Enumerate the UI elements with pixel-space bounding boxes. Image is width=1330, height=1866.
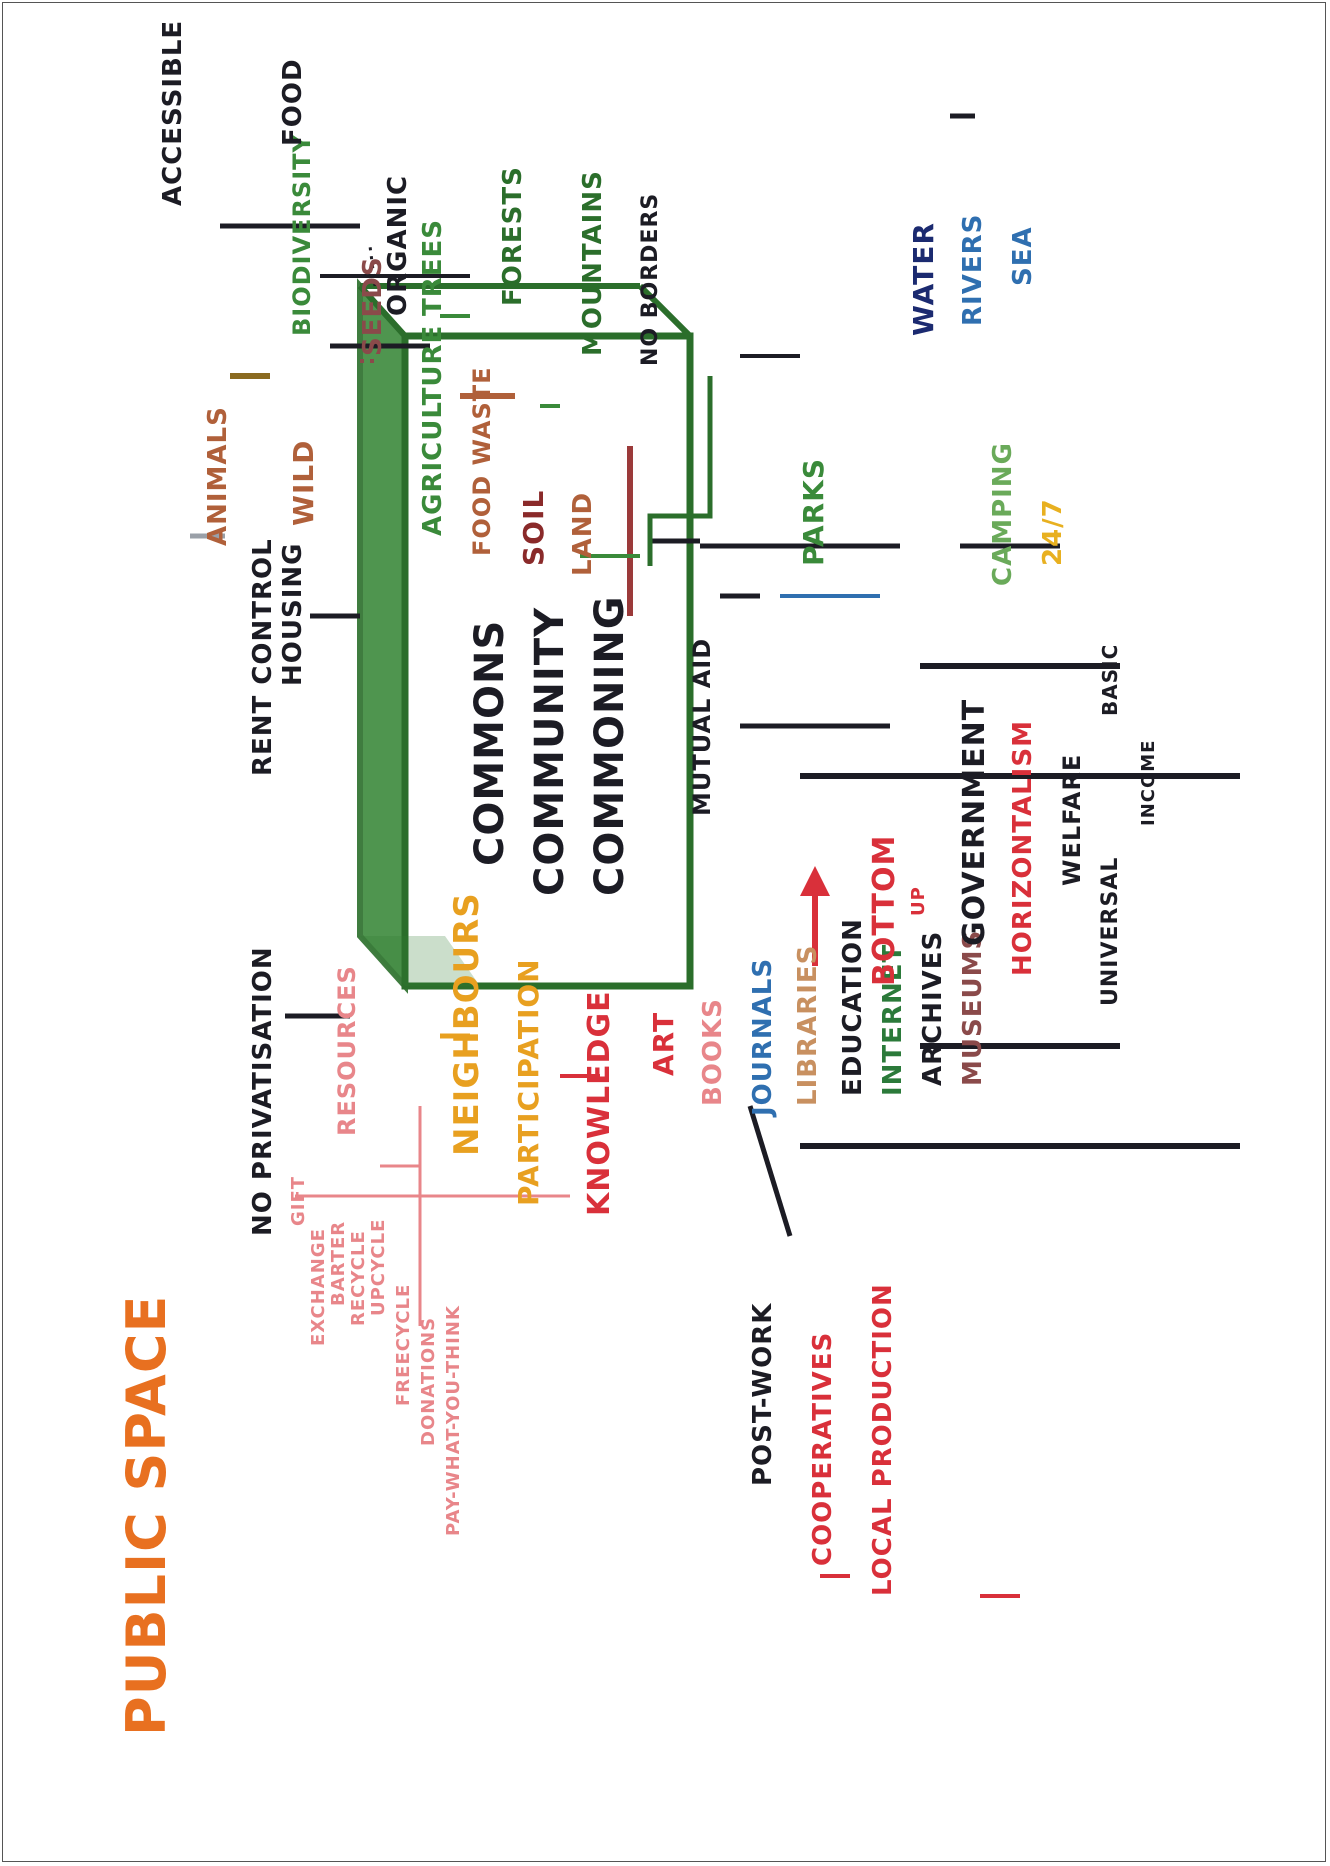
food-waste-label: FOOD WASTE xyxy=(468,366,496,557)
commons-label: COMMONS xyxy=(467,619,513,866)
organic-label: ORGANIC xyxy=(383,174,413,316)
barter-label: BARTER xyxy=(328,1220,349,1306)
recycle-label: RECYCLE xyxy=(348,1230,369,1326)
post-work-label: POST-WORK xyxy=(748,1302,778,1486)
horizontalism-label: HORIZONTALISM xyxy=(1008,720,1038,976)
gift-label: GIFT xyxy=(288,1175,309,1226)
sea-label: SEA xyxy=(1008,226,1038,286)
universal-label: UNIVERSAL xyxy=(1098,856,1123,1006)
books-label: BOOKS xyxy=(698,998,728,1106)
trees-label: TREES xyxy=(418,218,448,316)
wild-label: WILD xyxy=(287,439,320,526)
soil-label: SOIL xyxy=(517,489,550,566)
parks-label: PARKS xyxy=(797,457,830,566)
up-label: UP xyxy=(908,886,929,916)
commons-box xyxy=(357,278,694,994)
mutual-aid-label: MUTUAL AID xyxy=(688,637,716,816)
knowledge-label: KNOWLEDGE xyxy=(582,990,617,1216)
resources-label: RESOURCES xyxy=(333,965,361,1136)
line-land-mountains xyxy=(647,376,713,566)
donations-label: DONATIONS xyxy=(418,1316,439,1446)
bottom-label: BOTTOM xyxy=(867,834,902,986)
libraries-label: LIBRARIES xyxy=(793,944,823,1106)
commoning-label: COMMONING xyxy=(587,595,633,896)
welfare-label: WELFARE xyxy=(1058,753,1086,886)
income-label: INCOME xyxy=(1138,739,1159,826)
rent-control-label: RENT CONTROL xyxy=(248,538,278,776)
animals-label: ANIMALS xyxy=(203,406,233,546)
accessible-label: ACCESSIBLE xyxy=(158,19,188,206)
community-label: COMMUNITY xyxy=(527,606,573,896)
land-label: LAND xyxy=(568,491,598,576)
no-borders-label: NO BORDERS xyxy=(638,192,663,366)
line-knowledge-postwork xyxy=(747,1105,793,1237)
education-label: EDUCATION xyxy=(838,918,868,1096)
agriculture-label: AGRICULTURE xyxy=(418,324,448,536)
archives-label: ARCHIVES xyxy=(918,930,948,1086)
biodiversity-label: BIODIVERSITY xyxy=(288,134,316,336)
freecycle-label: FREECYCLE xyxy=(393,1283,414,1406)
art-label: ART xyxy=(647,1011,680,1076)
24-7-label: 24/7 xyxy=(1038,498,1068,566)
rivers-label: RIVERS xyxy=(958,213,988,326)
basic-label: BASIC xyxy=(1098,643,1122,716)
cooperatives-label: COOPERATIVES xyxy=(808,1331,838,1566)
journals-label: JOURNALS xyxy=(748,957,778,1116)
camping-label: CAMPING xyxy=(988,442,1018,586)
government-label: GOVERNMENT xyxy=(957,698,992,946)
no-privatisation-label: NO PRIVATISATION xyxy=(248,946,278,1236)
government-bracket xyxy=(920,663,1120,1049)
exchange-label: EXCHANGE xyxy=(308,1228,329,1346)
housing-label: HOUSING xyxy=(278,542,308,686)
museums-label: MUSEUMS xyxy=(958,929,988,1086)
upcycle-label: UPCYCLE xyxy=(368,1218,389,1316)
water-label: WATER xyxy=(907,222,940,336)
food-label: FOOD xyxy=(278,58,308,146)
participation-label: PARTICIPATION xyxy=(512,958,545,1206)
public-space-label: PUBLIC SPACE xyxy=(115,1294,178,1736)
mountains-label: MOUNTAINS xyxy=(578,170,608,356)
forests-label: FORESTS xyxy=(498,166,528,306)
neighbours-label: NEIGHBOURS xyxy=(447,892,487,1156)
pay-what-label: PAY-WHAT-YOU-THINK xyxy=(443,1305,464,1536)
local-production-label: LOCAL PRODUCTION xyxy=(868,1283,898,1596)
